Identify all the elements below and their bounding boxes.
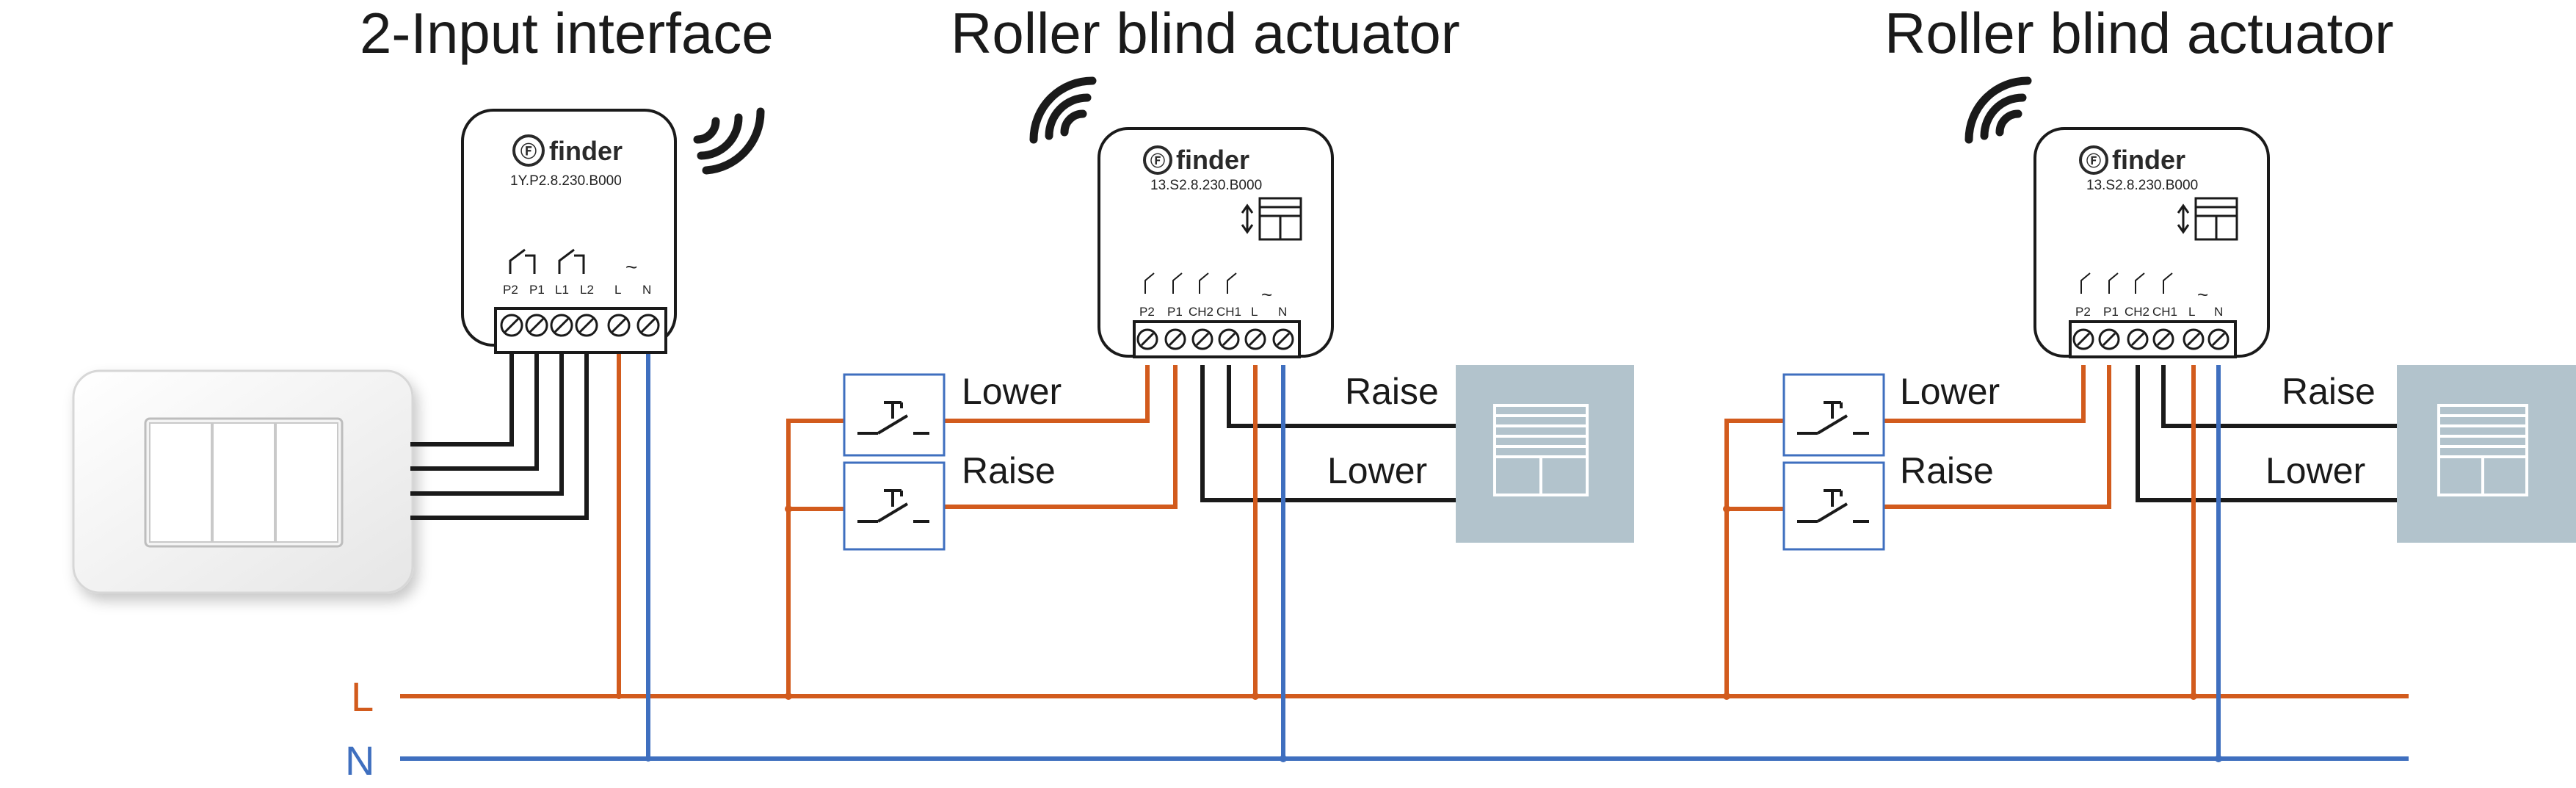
actuator-2-terminal-label-p1: P1	[2103, 305, 2119, 319]
push-button-lower-2	[1782, 373, 1885, 457]
interface-terminal-label-l2: L2	[580, 283, 594, 297]
push-button-raise-1	[843, 461, 946, 551]
push-button-raise-2	[1782, 461, 1885, 551]
interface-terminal-label-p2: P2	[503, 283, 518, 297]
actuator-1-ac-symbol: ~	[1261, 283, 1272, 306]
label-motor-raise-2: Raise	[2282, 371, 2376, 412]
label-button-raise-2: Raise	[1900, 450, 1994, 491]
actuator-2-screw-terminals	[2072, 328, 2229, 350]
actuator-1-brand: finder	[1176, 145, 1249, 175]
label-button-raise-1: Raise	[962, 450, 1056, 491]
label-button-lower-2: Lower	[1900, 371, 2000, 412]
interface-terminal-label-p1: P1	[529, 283, 545, 297]
interface-brand: finder	[549, 136, 623, 166]
roller-blind-panel-1	[1456, 365, 1634, 543]
actuator-2-ac-symbol: ~	[2197, 283, 2208, 306]
finder-logo-icon: Ⓕ	[2079, 145, 2108, 175]
label-button-lower-1: Lower	[962, 371, 1062, 412]
section-2-wiring	[1723, 365, 2399, 762]
roller-blind-icon	[2437, 404, 2528, 496]
wireless-icon	[693, 107, 765, 175]
actuator-1-terminal-label-ch1: CH1	[1216, 305, 1241, 319]
finder-logo-icon: Ⓕ	[1143, 145, 1172, 175]
interface-model: 1Y.P2.8.230.B000	[510, 173, 622, 189]
section-1-wiring	[785, 365, 1456, 762]
actuator-2-terminal-label-n: N	[2214, 305, 2223, 319]
actuator-1-terminal-label-l: L	[1251, 305, 1258, 319]
actuator-2-terminal-label-l: L	[2188, 305, 2195, 319]
label-motor-raise-1: Raise	[1345, 371, 1439, 412]
svg-text:Ⓕ: Ⓕ	[2086, 153, 2101, 170]
roller-blind-actuator-device-2: Ⓕ finder 13.S2.8.230.B000 ~ P2 P1 CH2 CH…	[1964, 76, 2270, 358]
interface-wiring	[410, 350, 651, 762]
blind-control-icon	[2177, 197, 2238, 241]
interface-ac-symbol: ~	[625, 256, 637, 278]
rocker-middle	[212, 422, 275, 543]
wireless-icon	[1964, 76, 2032, 144]
actuator-1-terminal-label-ch2: CH2	[1189, 305, 1213, 319]
wireless-icon	[1029, 76, 1097, 144]
svg-text:Ⓕ: Ⓕ	[520, 142, 537, 161]
title-roller-blind-actuator-1: Roller blind actuator	[951, 1, 1460, 65]
actuator-1-screw-terminals	[1136, 328, 1294, 350]
label-motor-lower-2: Lower	[2265, 450, 2365, 491]
actuator-1-model: 13.S2.8.230.B000	[1150, 178, 1262, 193]
pushbutton-symbols-icon	[2080, 272, 2173, 294]
wall-switch-plate	[72, 369, 414, 594]
actuator-2-model: 13.S2.8.230.B000	[2086, 178, 2198, 193]
actuator-2-terminal-label-ch2: CH2	[2125, 305, 2149, 319]
title-2-input-interface: 2-Input interface	[360, 1, 774, 65]
power-rails: L N	[345, 673, 2409, 784]
actuator-2-terminal-label-ch1: CH1	[2152, 305, 2177, 319]
interface-terminal-label-l1: L1	[555, 283, 569, 297]
rocker-left	[149, 422, 212, 543]
neutral-rail-label: N	[345, 737, 374, 784]
title-roller-blind-actuator-2: Roller blind actuator	[1884, 1, 2394, 65]
actuator-1-terminal-label-n: N	[1278, 305, 1287, 319]
roller-blind-actuator-device-1: Ⓕ finder 13.S2.8.230.B000 ~ P2 P1 CH2 CH…	[1029, 76, 1334, 358]
actuator-2-terminal-label-p2: P2	[2075, 305, 2091, 319]
relay-contacts-icon	[509, 248, 585, 274]
push-button-lower-1	[843, 373, 946, 457]
input-interface-device: Ⓕ finder 1Y.P2.8.230.B000 ~ P2 P1 L1 L2 …	[461, 107, 765, 354]
roller-blind-icon	[1493, 404, 1589, 496]
blind-control-icon	[1241, 197, 1302, 241]
line-rail-label: L	[351, 673, 374, 720]
label-motor-lower-1: Lower	[1327, 450, 1427, 491]
roller-blind-panel-2	[2397, 365, 2576, 543]
interface-screw-terminals	[500, 314, 660, 337]
pushbutton-symbols-icon	[1144, 272, 1237, 294]
actuator-1-terminal-label-p2: P2	[1139, 305, 1155, 319]
rocker-right	[275, 422, 338, 543]
interface-terminal-label-n: N	[642, 283, 651, 297]
finder-logo-icon: Ⓕ	[512, 134, 545, 167]
interface-terminal-label-l: L	[614, 283, 621, 297]
actuator-1-terminal-label-p1: P1	[1167, 305, 1183, 319]
svg-text:Ⓕ: Ⓕ	[1150, 153, 1165, 170]
actuator-2-brand: finder	[2112, 145, 2185, 175]
